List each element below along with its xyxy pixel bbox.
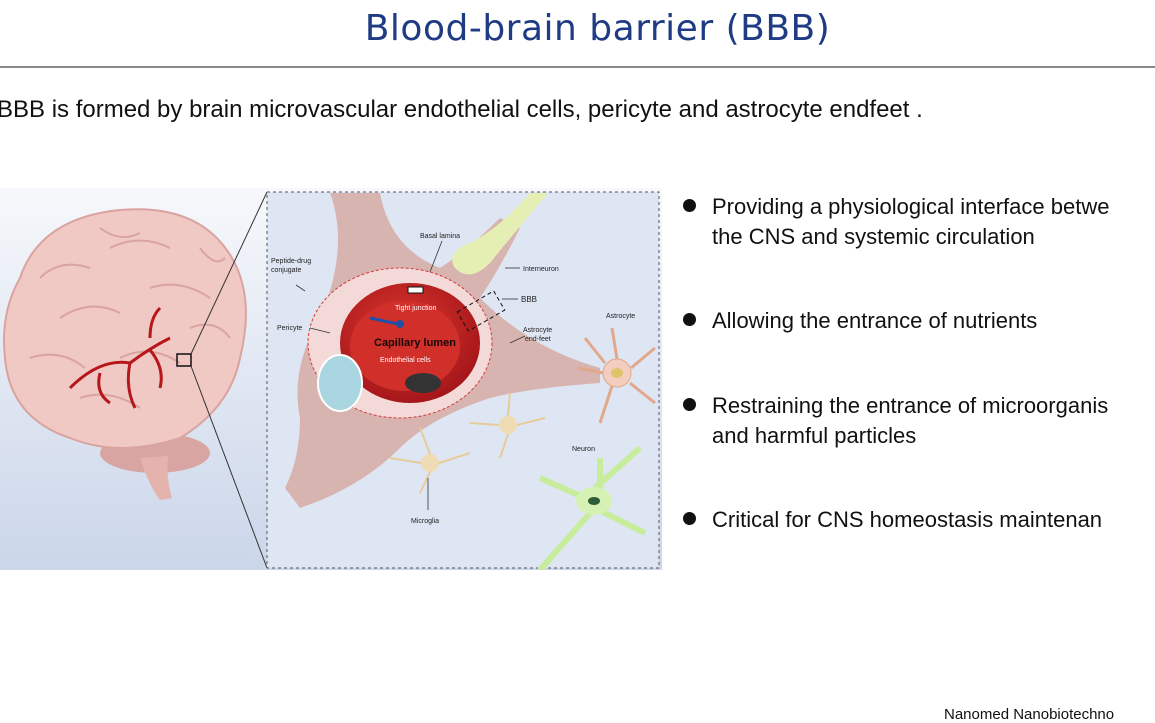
label-capillary-lumen: Capillary lumen [374, 337, 456, 349]
label-interneuron: Interneuron [523, 266, 559, 273]
label-bbb: BBB [521, 295, 537, 304]
bullet-text: Allowing the entrance of nutrients [712, 308, 1038, 333]
label-astrocyte-endfeet-2: end-feet [525, 336, 551, 343]
label-microglia: Microglia [411, 518, 439, 525]
microglia-cells [389, 392, 546, 510]
title-divider [0, 66, 1155, 68]
label-neuron: Neuron [572, 446, 595, 453]
bbb-figure: Basal lamina Peptide-drug conjugate Inte… [0, 188, 662, 572]
label-endothelial-cells: Endothelial cells [380, 357, 431, 364]
zoom-box [176, 353, 192, 367]
bullet-dot [683, 199, 696, 212]
bullet-dot [683, 398, 696, 411]
pericyte-cell [317, 354, 363, 412]
footer-source: Nanomed Nanobiotechno [944, 706, 1115, 723]
bullet-text: Providing a physiological interface betw… [712, 194, 1110, 249]
bullet-dot [683, 313, 696, 326]
slide-title: Blood-brain barrier (BBB) [364, 8, 831, 49]
label-peptide-drug-1: Peptide-drug [271, 258, 311, 265]
bullet-text: Restraining the entrance of microorganis… [712, 393, 1109, 448]
endothelial-nucleus [405, 373, 441, 393]
interneuron-cell [452, 193, 548, 275]
label-basal-lamina: Basal lamina [420, 233, 460, 240]
neuron-cell [537, 445, 647, 572]
bbb-illustration: Basal lamina Peptide-drug conjugate Inte… [0, 188, 662, 572]
label-astrocyte-endfeet-1: Astrocyte [523, 327, 552, 334]
label-tight-junction: Tight junction [395, 305, 436, 312]
brain-illustration [3, 191, 268, 569]
bullet-dot [683, 512, 696, 525]
capillary [307, 267, 506, 419]
intro-sentence: BBB is formed by brain microvascular end… [0, 96, 923, 123]
label-astrocyte: Astrocyte [606, 313, 635, 320]
label-peptide-drug-2: conjugate [271, 267, 301, 274]
bullet-text: Critical for CNS homeostasis maintenan [712, 507, 1103, 532]
label-pericyte: Pericyte [277, 325, 302, 332]
astrocyte-cell [577, 327, 656, 424]
